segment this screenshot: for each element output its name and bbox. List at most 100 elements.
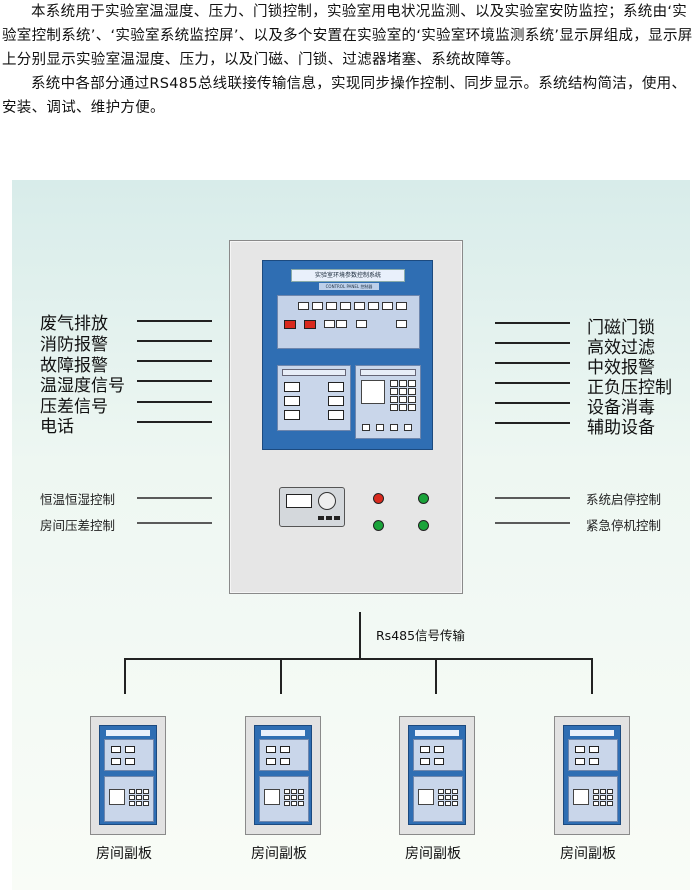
left-signal-label: 废气排放 <box>40 314 108 334</box>
sub-panel-button[interactable] <box>266 758 276 765</box>
keypad-key[interactable] <box>445 801 451 806</box>
sub-panel-button[interactable] <box>575 758 585 765</box>
keypad-key[interactable] <box>136 795 142 800</box>
sub-panel-button[interactable] <box>589 746 599 753</box>
sub-panel-button[interactable] <box>111 758 121 765</box>
sub-panel-button[interactable] <box>420 758 430 765</box>
keypad-key[interactable] <box>600 795 606 800</box>
keypad-key[interactable] <box>399 396 407 403</box>
keypad-key[interactable] <box>390 424 398 431</box>
room-sub-panel <box>245 716 321 835</box>
keypad-key[interactable] <box>408 404 416 411</box>
keypad-key[interactable] <box>136 789 142 794</box>
keypad-key[interactable] <box>136 801 142 806</box>
keypad-key[interactable] <box>408 380 416 387</box>
keypad-key[interactable] <box>607 801 613 806</box>
keypad-key[interactable] <box>143 795 149 800</box>
sub-panel-title-strip <box>570 730 614 736</box>
sensor-button[interactable] <box>284 382 300 392</box>
control-button[interactable] <box>312 302 323 310</box>
sub-panel-button[interactable] <box>125 746 135 753</box>
keypad-key[interactable] <box>390 396 398 403</box>
keypad-key[interactable] <box>607 795 613 800</box>
keypad-key[interactable] <box>452 801 458 806</box>
control-button[interactable] <box>326 302 337 310</box>
control-button[interactable] <box>396 320 407 328</box>
control-button[interactable] <box>382 302 393 310</box>
keypad-key[interactable] <box>438 789 444 794</box>
keypad-key[interactable] <box>376 424 384 431</box>
keypad-key[interactable] <box>445 795 451 800</box>
signal-line <box>137 360 212 362</box>
keypad-key[interactable] <box>143 789 149 794</box>
keypad-key[interactable] <box>399 388 407 395</box>
keypad-key[interactable] <box>438 795 444 800</box>
keypad-key[interactable] <box>390 404 398 411</box>
keypad-key[interactable] <box>607 789 613 794</box>
keypad-key[interactable] <box>291 789 297 794</box>
keypad-key[interactable] <box>593 801 599 806</box>
sub-panel-button[interactable] <box>434 758 444 765</box>
control-button[interactable] <box>368 302 379 310</box>
sub-panel-button[interactable] <box>420 746 430 753</box>
sensor-button[interactable] <box>328 410 344 420</box>
keypad-key[interactable] <box>408 388 416 395</box>
control-button[interactable] <box>298 302 309 310</box>
keypad-key[interactable] <box>284 801 290 806</box>
keypad-key[interactable] <box>298 789 304 794</box>
keypad-key[interactable] <box>298 795 304 800</box>
keypad-key[interactable] <box>438 801 444 806</box>
sub-panel-button[interactable] <box>280 758 290 765</box>
right-signal-label: 门磁门锁 <box>587 318 655 338</box>
keypad-key[interactable] <box>408 396 416 403</box>
keypad-key[interactable] <box>399 380 407 387</box>
lcd-key[interactable] <box>326 516 332 520</box>
keypad-key[interactable] <box>129 795 135 800</box>
sub-panel-upper-block <box>413 739 463 771</box>
sub-panel-button[interactable] <box>125 758 135 765</box>
control-button[interactable] <box>354 302 365 310</box>
sub-panel-button[interactable] <box>589 758 599 765</box>
keypad-key[interactable] <box>298 801 304 806</box>
keypad-key[interactable] <box>600 789 606 794</box>
control-button[interactable] <box>356 320 367 328</box>
alarm-button[interactable] <box>304 320 316 329</box>
sensor-button[interactable] <box>284 410 300 420</box>
keypad-key[interactable] <box>390 388 398 395</box>
lcd-key[interactable] <box>318 516 324 520</box>
keypad-key[interactable] <box>452 789 458 794</box>
keypad-key[interactable] <box>445 789 451 794</box>
control-button[interactable] <box>324 320 335 328</box>
keypad-key[interactable] <box>129 789 135 794</box>
sub-panel-button[interactable] <box>434 746 444 753</box>
keypad-key[interactable] <box>284 795 290 800</box>
bus-drop-line <box>591 658 593 694</box>
keypad-key[interactable] <box>390 380 398 387</box>
keypad-key[interactable] <box>404 424 412 431</box>
keypad-key[interactable] <box>593 795 599 800</box>
keypad-key[interactable] <box>291 795 297 800</box>
keypad-key[interactable] <box>291 801 297 806</box>
keypad-key[interactable] <box>129 801 135 806</box>
lcd-key[interactable] <box>334 516 340 520</box>
keypad-key[interactable] <box>593 789 599 794</box>
keypad-key[interactable] <box>362 424 370 431</box>
control-button[interactable] <box>340 302 351 310</box>
alarm-button[interactable] <box>284 320 296 329</box>
keypad-key[interactable] <box>399 404 407 411</box>
sensor-button[interactable] <box>328 396 344 406</box>
bus-line <box>124 658 593 660</box>
keypad-key[interactable] <box>452 795 458 800</box>
sensor-button[interactable] <box>328 382 344 392</box>
sub-panel-button[interactable] <box>280 746 290 753</box>
control-button[interactable] <box>336 320 347 328</box>
keypad-key[interactable] <box>284 789 290 794</box>
direction-pad-icon[interactable] <box>318 492 336 510</box>
sub-panel-button[interactable] <box>575 746 585 753</box>
sub-panel-button[interactable] <box>266 746 276 753</box>
sub-panel-button[interactable] <box>111 746 121 753</box>
control-button[interactable] <box>396 302 407 310</box>
keypad-key[interactable] <box>143 801 149 806</box>
sensor-button[interactable] <box>284 396 300 406</box>
keypad-key[interactable] <box>600 801 606 806</box>
